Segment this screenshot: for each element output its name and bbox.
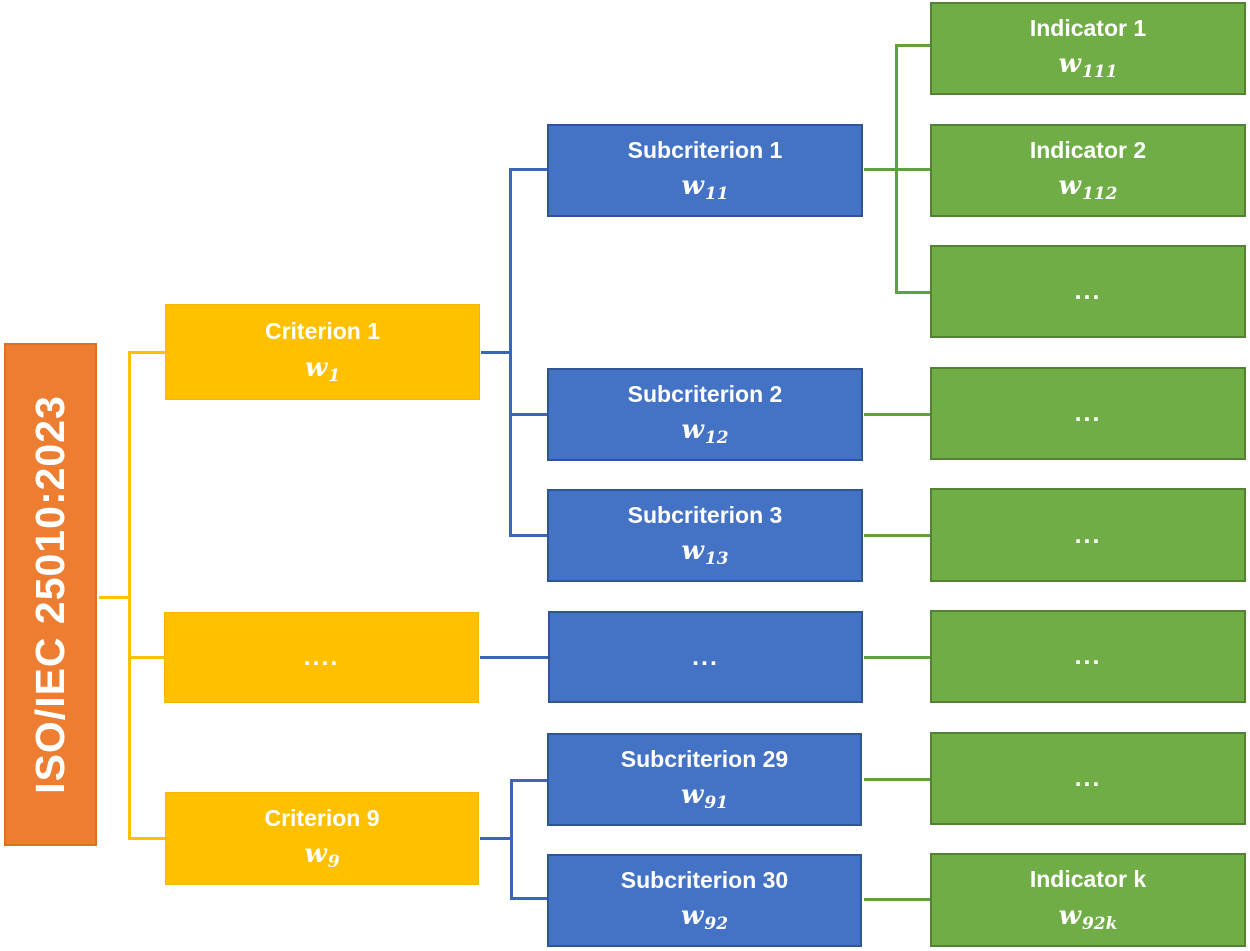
criterion-1-box: Criterion 1 w1 <box>165 304 480 400</box>
connector-subcriteria-trunk-1 <box>509 168 512 537</box>
connector-to-criterion-9 <box>128 837 165 840</box>
subcriterion-2-weight: w12 <box>681 417 728 447</box>
weight-base: w <box>1058 171 1081 202</box>
indicator-ellipsis-label: ... <box>1074 399 1102 427</box>
connector-root-trunk <box>99 596 130 599</box>
connector-to-criterion-ellipsis <box>128 656 164 659</box>
connector-subcriterion-3-indicator <box>864 534 930 537</box>
subcriterion-30-box: Subcriterion 30 w92 <box>547 854 862 947</box>
weight-base: w <box>681 536 704 567</box>
connector-subcriteria-trunk-2 <box>510 779 513 900</box>
indicator-ellipsis-label: ... <box>1074 520 1102 549</box>
connector-to-subcriterion-29 <box>510 779 547 782</box>
connector-subcriterion-30-indicator <box>864 898 930 901</box>
subcriterion-ellipsis-label: ... <box>692 642 719 671</box>
indicator-ellipsis-box-4: ... <box>930 610 1246 703</box>
subcriterion-29-box: Subcriterion 29 w91 <box>547 733 862 826</box>
connector-criteria-trunk <box>128 351 131 840</box>
weight-subscript: 91 <box>704 793 729 814</box>
weight-subscript: 92k <box>1081 913 1118 934</box>
indicator-2-weight: w112 <box>1059 173 1118 203</box>
subcriterion-30-weight: w92 <box>681 903 728 933</box>
weight-subscript: 11 <box>704 184 729 205</box>
connector-ellipsis-indicator <box>864 656 930 659</box>
subcriterion-1-title: Subcriterion 1 <box>627 136 783 163</box>
indicator-ellipsis-box-2: ... <box>930 367 1246 460</box>
weight-base: w <box>681 171 704 202</box>
indicator-k-box: Indicator k w92k <box>930 853 1246 947</box>
connector-subcriterion-29-indicator <box>864 778 930 781</box>
indicator-k-title: Indicator k <box>1029 866 1147 893</box>
subcriterion-29-title: Subcriterion 29 <box>620 745 789 772</box>
indicator-1-weight: w111 <box>1059 51 1118 81</box>
indicator-ellipsis-box-5: ... <box>930 732 1246 825</box>
root-standard-box: ISO/IEC 25010:2023 <box>4 343 97 846</box>
criterion-1-weight: w1 <box>305 355 340 385</box>
subcriterion-ellipsis-box: ... <box>548 611 863 703</box>
indicator-2-box: Indicator 2 w112 <box>930 124 1246 217</box>
indicator-ellipsis-label: ... <box>1074 764 1102 792</box>
connector-to-criterion-1 <box>128 351 165 354</box>
weight-base: w <box>304 839 327 870</box>
connector-to-subcriterion-30 <box>510 897 547 900</box>
indicator-1-title: Indicator 1 <box>1029 14 1147 41</box>
subcriterion-30-title: Subcriterion 30 <box>620 866 789 893</box>
connector-subcriterion-2-indicator <box>864 413 930 416</box>
connector-criterion-9-out <box>480 837 512 840</box>
indicator-1-box: Indicator 1 w111 <box>930 2 1246 95</box>
weight-base: w <box>1058 49 1081 80</box>
connector-to-subcriterion-3 <box>509 534 547 537</box>
weight-subscript: 12 <box>704 428 729 449</box>
indicator-2-title: Indicator 2 <box>1029 136 1147 163</box>
weight-subscript: 92 <box>704 914 729 935</box>
weight-base: w <box>1058 900 1081 931</box>
indicator-ellipsis-box-1: ... <box>930 245 1246 338</box>
criterion-9-title: Criterion 9 <box>264 804 380 831</box>
connector-to-indicator-1 <box>895 44 930 47</box>
subcriterion-3-box: Subcriterion 3 w13 <box>547 489 863 582</box>
connector-to-indicator-ellipsis-1 <box>895 291 930 294</box>
criterion-9-box: Criterion 9 w9 <box>165 792 479 885</box>
subcriterion-3-weight: w13 <box>681 538 728 568</box>
criterion-ellipsis-box: .... <box>164 612 479 703</box>
subcriterion-1-weight: w11 <box>681 173 728 203</box>
weight-base: w <box>304 352 328 383</box>
subcriterion-3-title: Subcriterion 3 <box>627 501 783 528</box>
subcriterion-29-weight: w91 <box>681 782 728 812</box>
weight-subscript: 111 <box>1081 62 1118 83</box>
root-standard-label: ISO/IEC 25010:2023 <box>27 395 74 794</box>
connector-to-indicator-2 <box>895 168 930 171</box>
weight-base: w <box>681 415 704 446</box>
criterion-1-title: Criterion 1 <box>264 318 381 345</box>
indicator-ellipsis-label: ... <box>1074 642 1102 670</box>
subcriterion-2-title: Subcriterion 2 <box>627 380 783 407</box>
weight-subscript: 112 <box>1081 184 1118 205</box>
weight-base: w <box>680 901 704 932</box>
connector-subcriterion-1-out <box>864 168 896 171</box>
connector-criterion-1-out <box>481 351 511 354</box>
weight-subscript: 13 <box>704 549 729 570</box>
indicator-ellipsis-box-3: ... <box>930 488 1246 582</box>
subcriterion-1-box: Subcriterion 1 w11 <box>547 124 863 217</box>
weight-subscript: 1 <box>328 365 341 386</box>
weight-subscript: 9 <box>327 852 340 873</box>
criterion-ellipsis-label: .... <box>303 643 340 671</box>
criterion-9-weight: w9 <box>304 841 339 871</box>
weight-base: w <box>680 780 704 811</box>
indicator-k-weight: w92k <box>1059 903 1118 933</box>
subcriterion-2-box: Subcriterion 2 w12 <box>547 368 863 461</box>
connector-to-subcriterion-2 <box>509 413 547 416</box>
connector-to-subcriterion-1 <box>509 168 547 171</box>
indicator-ellipsis-label: ... <box>1074 277 1102 305</box>
connector-ellipsis-row <box>480 656 548 659</box>
